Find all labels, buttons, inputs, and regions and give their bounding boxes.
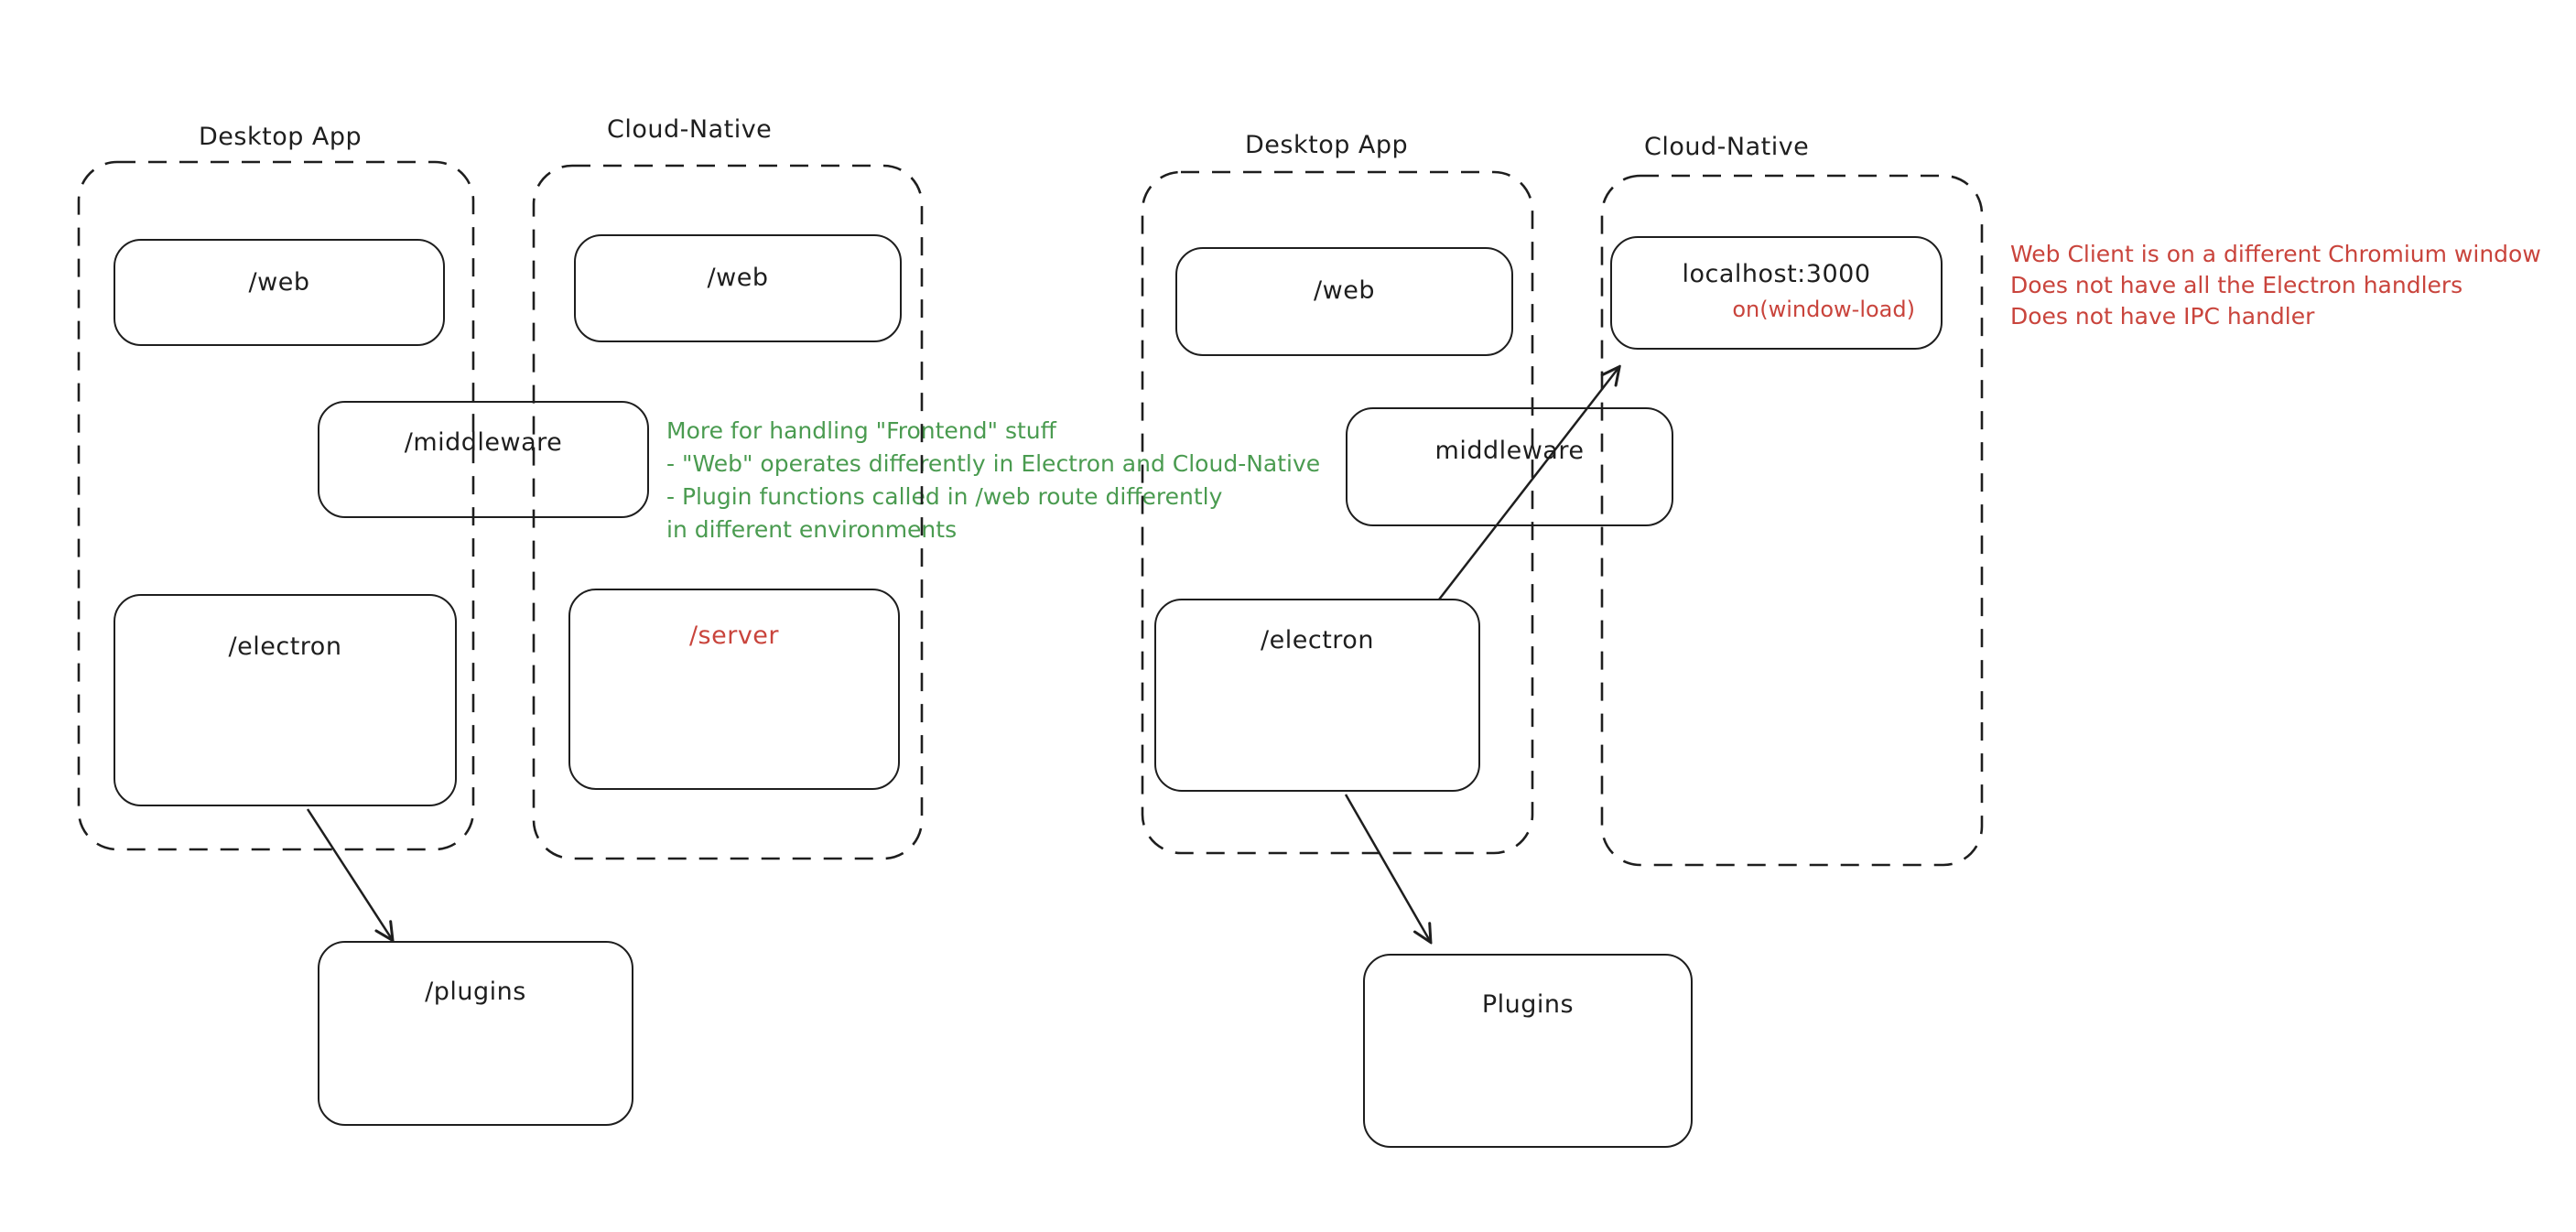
right-electron-box-label: /electron [1261,626,1374,654]
left-plugins-box-label: /plugins [425,978,526,1006]
green-annotation: More for handling "Frontend" stuff - "We… [666,415,1320,546]
left-desktop-web-box: /web [114,239,445,346]
left-middleware-box: /middleware [318,401,649,518]
left-electron-box-label: /electron [228,632,342,661]
red-annotation-line-3: Does not have IPC handler [2010,303,2315,330]
arrow-left-electron-to-plugins [306,808,392,939]
right-plugins-box: Plugins [1363,954,1693,1148]
right-desktop-web-box: /web [1175,247,1513,356]
left-cloud-native-label: Cloud-Native [607,115,773,144]
right-cloud-native-label: Cloud-Native [1644,133,1810,161]
green-annotation-line-2: - "Web" operates differently in Electron… [666,450,1321,477]
red-annotation-line-1: Web Client is on a different Chromium wi… [2010,241,2541,267]
left-middleware-box-label: /middleware [404,428,563,457]
green-annotation-line-3: - Plugin functions called in /web route … [666,483,1223,510]
green-annotation-line-1: More for handling "Frontend" stuff [666,417,1056,444]
left-server-box: /server [568,589,900,790]
right-plugins-box-label: Plugins [1481,990,1575,1019]
localhost-window-load-event: on(window-load) [1732,297,1915,322]
localhost-title: localhost:3000 [1682,260,1871,288]
left-cloud-web-box-label: /web [707,264,769,292]
right-localhost-box: localhost:3000 on(window-load) [1610,236,1943,350]
left-desktop-app-label: Desktop App [199,123,363,151]
left-cloud-web-box: /web [574,234,902,342]
right-desktop-app-label: Desktop App [1245,131,1409,159]
right-desktop-web-box-label: /web [1314,276,1375,305]
arrow-right-electron-to-plugins [1344,794,1430,941]
green-annotation-line-4: in different environments [666,516,958,543]
right-middleware-box-label: middleware [1434,437,1585,465]
right-middleware-box: middleware [1346,407,1673,526]
left-desktop-web-box-label: /web [248,268,310,297]
red-annotation: Web Client is on a different Chromium wi… [2010,239,2541,332]
left-server-box-label: /server [688,621,780,650]
right-electron-box: /electron [1154,599,1480,792]
left-plugins-box: /plugins [318,941,633,1126]
red-annotation-line-2: Does not have all the Electron handlers [2010,272,2463,298]
left-electron-box: /electron [114,594,457,806]
